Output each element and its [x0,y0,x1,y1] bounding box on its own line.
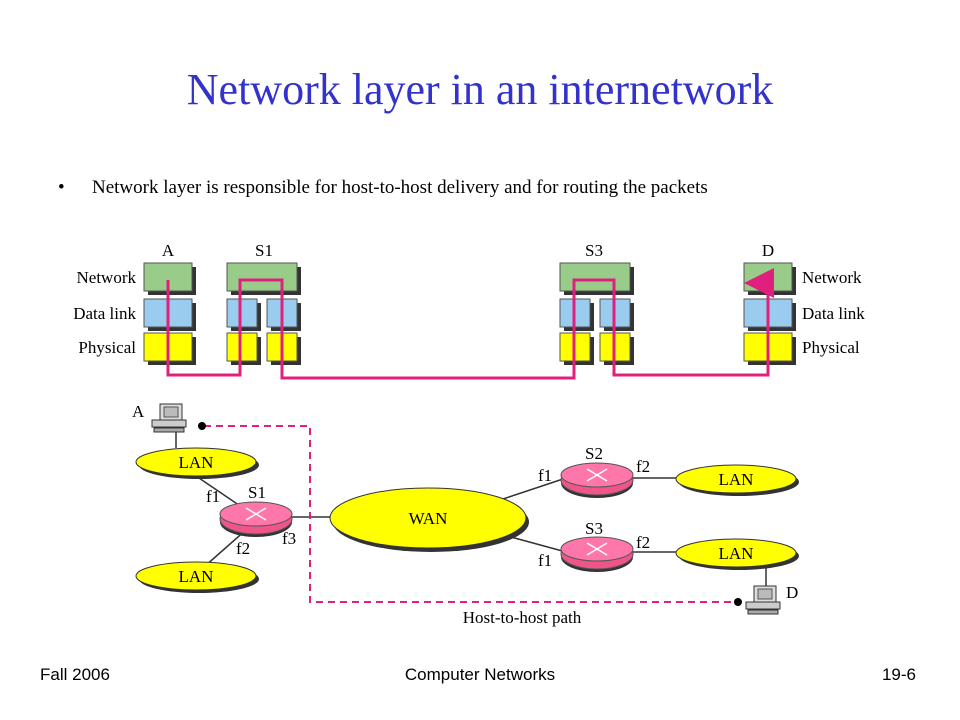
s2-f1-label: f1 [538,466,552,485]
label-network-left: Network [77,268,137,287]
host-d-label: D [786,583,798,602]
router-s1-cross-2 [245,507,267,521]
footer-slide-number: 19-6 [881,665,916,684]
label-a: A [162,241,175,260]
path-end-dot [734,598,742,606]
slide-title: Network layer in an internetwork [186,65,774,114]
stack-s3 [559,262,634,365]
path-start-dot [198,422,206,430]
stack-d [743,262,796,365]
s2-f2-label: f2 [636,457,650,476]
s3-label: S3 [585,519,603,538]
s1-f2-label: f2 [236,539,250,558]
router-s2-cross-2 [586,468,608,482]
lan-bottom-left-label: LAN [179,567,214,586]
label-datalink-right: Data link [802,304,865,323]
s1-f1-label: f1 [206,487,220,506]
router-s2 [560,462,634,498]
host-a-label: A [132,402,145,421]
label-s3: S3 [585,241,603,260]
stack-s1 [226,262,301,365]
computer-a-icon [151,403,187,433]
lan-top-left: LAN [135,447,259,479]
footer-date: Fall 2006 [40,665,110,684]
footer-course: Computer Networks [404,665,556,684]
lan-bottom-right: LAN [675,538,799,570]
lan-top-left-label: LAN [179,453,214,472]
s2-label: S2 [585,444,603,463]
lan-bottom-left: LAN [135,561,259,593]
wan-cloud: WAN [329,487,529,552]
bullet-dot: • [58,177,65,198]
bullet-item: • Network layer is responsible for host-… [58,177,708,199]
s3-f1-label: f1 [538,551,552,570]
s1-label: S1 [248,483,266,502]
label-s1: S1 [255,241,273,260]
label-physical-right: Physical [802,338,860,357]
router-s3 [560,536,634,572]
path-label: Host-to-host path [463,608,582,627]
host-to-host-path [204,425,736,603]
s3-f2-label: f2 [636,533,650,552]
wan-label: WAN [409,509,448,528]
label-network-right: Network [802,268,862,287]
lan-bottom-right-label: LAN [719,544,754,563]
lan-top-right-label: LAN [719,470,754,489]
stack-path [166,268,774,380]
label-physical-left: Physical [78,338,136,357]
computer-d-icon [745,585,781,615]
label-datalink-left: Data link [73,304,136,323]
router-s1 [219,501,293,537]
bullet-text: Network layer is responsible for host-to… [92,177,708,198]
router-s3-cross-2 [586,542,608,556]
label-d: D [762,241,774,260]
s1-f3-label: f3 [282,529,296,548]
stack-a [143,262,196,365]
lan-top-right: LAN [675,464,799,496]
